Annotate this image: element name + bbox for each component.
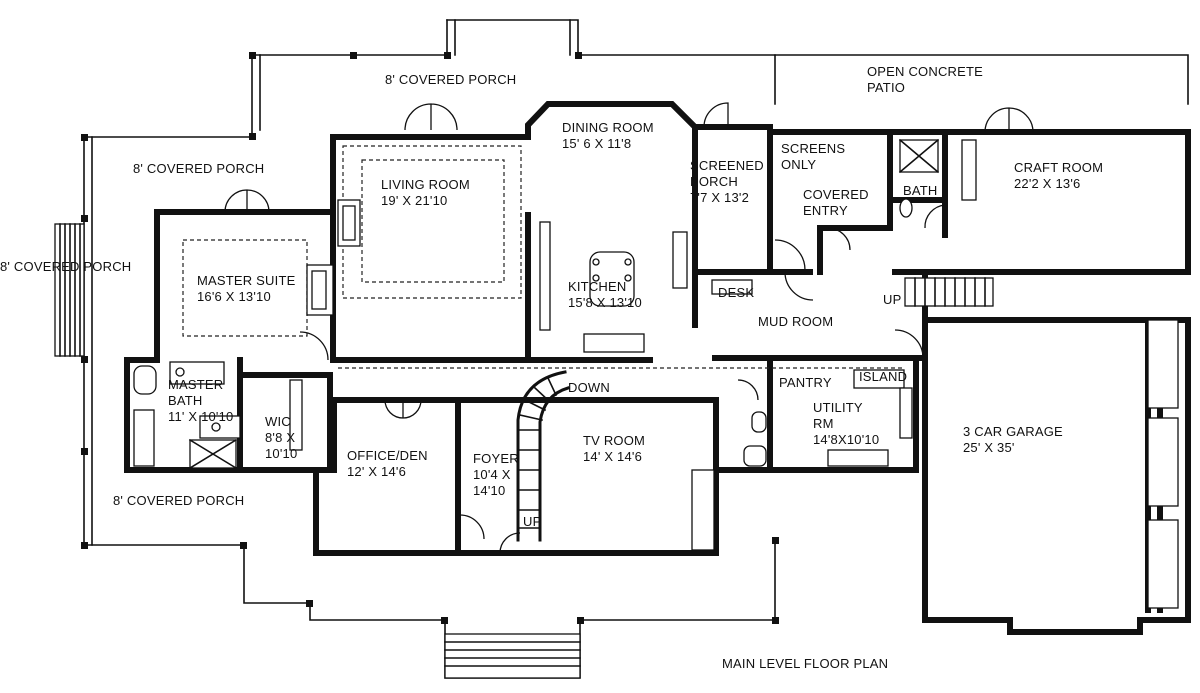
garage-dims: 25' X 35' [963, 440, 1015, 455]
island-label: ISLAND [859, 369, 908, 384]
wic-label: WIC 8'8 X 10'10 [265, 414, 297, 462]
garage-name: 3 CAR GARAGE [963, 424, 1063, 439]
living-room-label: LIVING ROOM 19' X 21'10 [381, 177, 470, 209]
master-bath-dims: 11' X 10'10 [168, 409, 234, 424]
main-staircase [516, 370, 570, 542]
porch-posts [81, 52, 779, 624]
covered-entry-label: COVERED ENTRY [803, 187, 869, 219]
kitchen-label: KITCHEN 15'8 X 13'10 [568, 279, 642, 311]
office-den-dims: 12' X 14'6 [347, 464, 407, 479]
master-bath-label: MASTER BATH 11' X 10'10 [168, 377, 233, 425]
utility-room-dims: 14'8X10'10 [813, 432, 880, 447]
left-porch-steps [54, 223, 85, 357]
craft-room-name: CRAFT ROOM [1014, 160, 1104, 175]
craft-room-label: CRAFT ROOM 22'2 X 13'6 [1014, 160, 1103, 192]
utility-room-label: UTILITY RM 14'8X10'10 [813, 400, 879, 448]
screened-porch-dims: 7'7 X 13'2 [690, 190, 750, 205]
foyer-name: FOYER [473, 451, 519, 466]
patio-label-line2: PATIO [867, 80, 906, 95]
doors [224, 102, 1034, 554]
screens-only-line1: SCREENS [781, 141, 846, 156]
foyer-dims2: 14'10 [473, 483, 506, 498]
kitchen-name: KITCHEN [568, 279, 627, 294]
kitchen-island [539, 221, 688, 353]
tv-room-dims: 14' X 14'6 [583, 449, 643, 464]
bath-fixtures [133, 138, 940, 470]
patio-label-line1: OPEN CONCRETE [867, 64, 984, 79]
garage-doors [1147, 319, 1179, 609]
covered-entry-line2: ENTRY [803, 203, 848, 218]
screened-porch-line1: SCREENED [690, 158, 764, 173]
mud-room-up-label: UP [883, 292, 902, 307]
utility-room-line2: RM [813, 416, 834, 431]
porch-top-label: 8' COVERED PORCH [385, 72, 517, 87]
office-den-label: OFFICE/DEN 12' X 14'6 [347, 448, 428, 480]
dining-room-label: DINING ROOM 15' 6 X 11'8 [562, 120, 654, 152]
front-porch-steps [444, 633, 581, 679]
pantry-label: PANTRY [779, 375, 832, 390]
garage-label: 3 CAR GARAGE 25' X 35' [963, 424, 1063, 456]
master-suite-dims: 16'6 X 13'10 [197, 289, 271, 304]
patio-label: OPEN CONCRETE PATIO [867, 64, 983, 96]
wic-dims2: 10'10 [265, 446, 298, 461]
mud-room-label: MUD ROOM [758, 314, 834, 329]
wic-name: WIC [265, 414, 291, 429]
screened-porch-line2: PORCH [690, 174, 738, 189]
master-bath-line2: BATH [168, 393, 203, 408]
garage-stair [904, 277, 994, 307]
foyer-label: FOYER 10'4 X 14'10 [473, 451, 519, 499]
screens-only-label: SCREENS ONLY [781, 141, 845, 173]
screens-only-line2: ONLY [781, 157, 817, 172]
bath-label: BATH [903, 183, 938, 198]
wic-dims1: 8'8 X [265, 430, 296, 445]
porch-bottom-label: 8' COVERED PORCH [113, 493, 245, 508]
utility-room-line1: UTILITY [813, 400, 863, 415]
kitchen-dims: 15'8 X 13'10 [568, 295, 642, 310]
master-bath-line1: MASTER [168, 377, 224, 392]
master-suite-name: MASTER SUITE [197, 273, 296, 288]
porch-upper-left-label: 8' COVERED PORCH [133, 161, 265, 176]
covered-entry-line1: COVERED [803, 187, 869, 202]
foyer-dims1: 10'4 X [473, 467, 511, 482]
plan-title: MAIN LEVEL FLOOR PLAN [722, 656, 889, 671]
craft-room-dims: 22'2 X 13'6 [1014, 176, 1081, 191]
dining-room-name: DINING ROOM [562, 120, 654, 135]
office-den-name: OFFICE/DEN [347, 448, 428, 463]
fireplaces [306, 199, 361, 316]
living-room-dims: 19' X 21'10 [381, 193, 448, 208]
desk-label: DESK [718, 285, 755, 300]
stair-down-label: DOWN [568, 380, 610, 395]
dining-room-dims: 15' 6 X 11'8 [562, 136, 632, 151]
master-suite-label: MASTER SUITE 16'6 X 13'10 [197, 273, 295, 305]
stair-up-label: UP [523, 514, 542, 529]
porch-left-label: 8' COVERED PORCH [0, 259, 132, 274]
living-room-name: LIVING ROOM [381, 177, 470, 192]
built-ins [289, 139, 977, 551]
tv-room-name: TV ROOM [583, 433, 646, 448]
tv-room-label: TV ROOM 14' X 14'6 [583, 433, 645, 465]
screened-porch-label: SCREENED PORCH 7'7 X 13'2 [690, 158, 764, 206]
